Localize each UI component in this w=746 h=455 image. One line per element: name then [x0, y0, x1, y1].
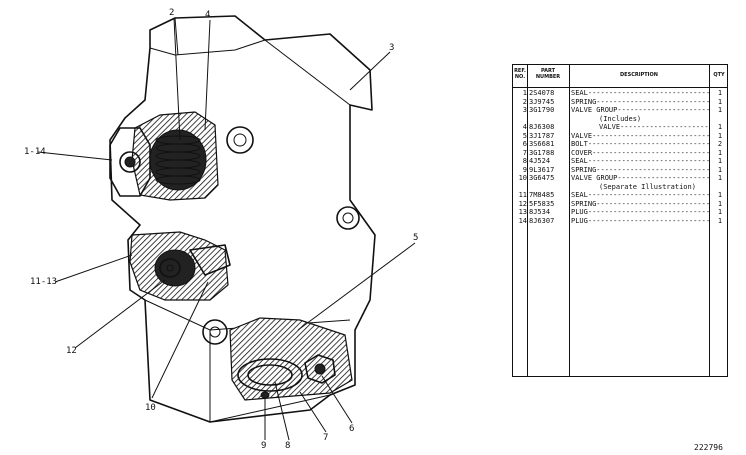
cell-description: BOLT------------------------------ [571, 140, 709, 148]
cell-ref-no: 13 [518, 208, 527, 216]
cell-ref-no: 11 [518, 191, 527, 199]
cell-part-number: 3J9745 [529, 97, 555, 106]
cell-description: (Separate Illustration) [599, 182, 696, 191]
spring-coil [155, 135, 201, 185]
cell-ref-no: 10 [518, 174, 527, 182]
cell-qty: 1 [717, 208, 723, 216]
header-ref-no: REF. NO. [514, 68, 526, 80]
callout-11-13: 11-13 [30, 277, 58, 287]
cell-part-number: 8J6308 [529, 123, 555, 131]
cell-part-number: 8J6307 [529, 216, 555, 225]
cell-description: PLUG------------------------------ [571, 216, 709, 225]
cell-part-number: 8J534 [529, 208, 551, 216]
cell-description: COVER----------------------------- [571, 148, 709, 157]
callout-8: 8 [285, 441, 291, 451]
callout-7: 7 [323, 433, 329, 443]
cell-qty: 1 [717, 89, 723, 97]
cell-ref-no: 9 [522, 165, 527, 174]
header-description: DESCRIPTION [620, 72, 658, 78]
table-row: (Includes) [513, 115, 729, 123]
header-part-number: PART NUMBER [535, 68, 561, 80]
cell-description: SEAL------------------------------ [571, 89, 709, 97]
middle-valve-cutaway [129, 231, 231, 301]
cell-part-number: 3G6475 [529, 174, 555, 182]
cell-part-number: 2S4078 [529, 89, 555, 97]
callout-4: 4 [205, 10, 211, 20]
cell-qty: 1 [717, 131, 723, 140]
cell-description: VALVE GROUP----------------------- [571, 106, 709, 114]
cell-qty: 1 [717, 174, 723, 182]
callout-6: 6 [349, 424, 355, 434]
cell-part-number: 3G1788 [529, 148, 555, 157]
callout-10: 10 [145, 403, 156, 413]
callout-9: 9 [261, 441, 267, 451]
header-qty: QTY [713, 72, 725, 78]
leader-lines [37, 17, 416, 441]
callout-3: 3 [389, 43, 395, 53]
cell-ref-no: 4 [522, 123, 527, 131]
cell-qty: 1 [717, 191, 723, 199]
cell-qty: 2 [717, 140, 723, 148]
cell-description: SPRING---------------------------- [571, 97, 709, 106]
cell-part-number: 5F5835 [529, 199, 555, 208]
table-row: (Separate Illustration) [513, 183, 729, 191]
cell-qty: 1 [717, 216, 723, 225]
cell-part-number: 3S6681 [529, 140, 555, 148]
cell-ref-no: 6 [522, 140, 527, 148]
cell-qty: 1 [717, 148, 723, 157]
callout-12: 12 [66, 346, 77, 356]
cell-qty: 1 [717, 123, 723, 131]
cell-part-number: 4J524 [529, 157, 551, 165]
lower-valve-cutaway [229, 317, 353, 401]
callout-2: 2 [169, 8, 175, 18]
cell-qty: 1 [717, 199, 723, 208]
cell-ref-no: 8 [522, 157, 527, 165]
cell-part-number: 3J1787 [529, 131, 555, 140]
cell-description: VALVE GROUP----------------------- [571, 174, 709, 182]
cell-ref-no: 12 [518, 199, 527, 208]
cell-ref-no: 5 [522, 131, 527, 140]
callout-1-14: 1-14 [24, 147, 46, 157]
cell-description: VALVE----------------------------- [571, 131, 709, 140]
cell-qty: 1 [717, 97, 723, 106]
cell-description: SPRING---------------------------- [571, 165, 709, 174]
cell-description: (Includes) [599, 114, 642, 123]
cell-qty: 1 [717, 165, 723, 174]
cell-ref-no: 7 [522, 148, 527, 157]
cell-ref-no: 2 [522, 97, 527, 106]
cell-description: SEAL------------------------------ [571, 157, 709, 165]
cell-qty: 1 [717, 157, 723, 165]
cell-ref-no: 3 [522, 106, 527, 114]
figure-number: 222796 [694, 443, 723, 452]
cell-part-number: 7M8485 [529, 191, 555, 199]
cell-part-number: 9L3617 [529, 165, 555, 174]
cell-qty: 1 [717, 106, 723, 114]
cell-part-number: 3G1790 [529, 106, 555, 114]
cell-description: PLUG------------------------------ [571, 208, 709, 216]
cell-description: VALVE--------------------- [599, 123, 709, 131]
cell-description: SPRING---------------------------- [571, 199, 709, 208]
valve-body [109, 15, 376, 423]
callout-5: 5 [413, 233, 419, 243]
cell-ref-no: 1 [522, 89, 527, 97]
cell-description: SEAL------------------------------ [571, 191, 709, 199]
upper-valve-cutaway [109, 111, 219, 201]
cell-ref-no: 14 [518, 216, 527, 225]
